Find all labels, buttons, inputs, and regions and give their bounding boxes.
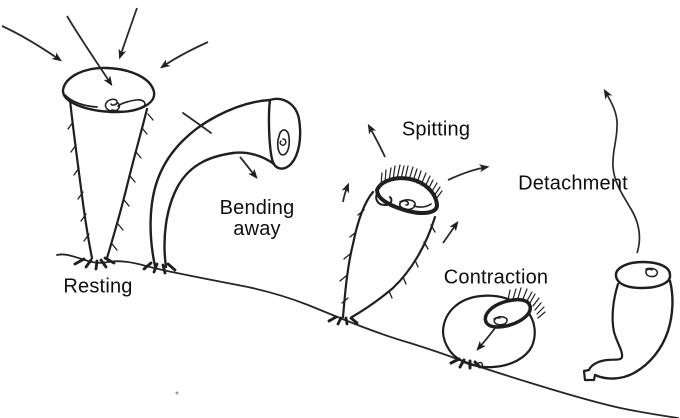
resting-body-right	[105, 107, 149, 260]
resting-inner-rim	[64, 94, 98, 108]
resting-spiral	[104, 98, 121, 112]
stimulus-arrow-into-mouth	[66, 15, 113, 87]
spitting-spiral-tail	[413, 203, 432, 208]
contraction-spiral	[493, 316, 508, 326]
spitting-cilia-right	[388, 224, 436, 299]
spit-arrow-up-left	[367, 123, 386, 158]
resting-cilia-right	[111, 113, 154, 251]
stimulus-arrow-top	[118, 7, 138, 60]
detached-rim	[614, 260, 672, 290]
bending-bell-rim	[267, 97, 302, 170]
substrate-line	[56, 253, 679, 418]
label-resting: Resting	[63, 275, 133, 298]
detached-spiral	[645, 267, 659, 278]
label-contraction: Contraction	[443, 266, 549, 289]
resting-stentor	[61, 66, 156, 271]
spitting-stentor	[327, 123, 490, 326]
spitting-rim-hook	[375, 191, 393, 207]
bending-direction-arrow	[239, 156, 258, 179]
spit-arrow-left-small	[341, 182, 349, 203]
contraction-rim	[483, 297, 532, 329]
bending-inner-ellipse	[276, 129, 291, 156]
stimulus-arrow-right	[159, 41, 209, 69]
spitting-oral-bristles	[380, 164, 443, 200]
spitting-bell-rim	[375, 176, 439, 215]
spit-arrow-right	[447, 164, 490, 181]
spitting-cilia-left	[339, 209, 365, 304]
label-spitting: Spitting	[401, 118, 471, 141]
contraction-bristles	[507, 287, 546, 319]
detached-stentor	[582, 88, 674, 382]
resting-body-left	[68, 98, 94, 260]
contraction-holdfast	[449, 357, 482, 370]
stimulus-arrows	[1, 7, 209, 87]
spitting-body-right	[350, 215, 437, 319]
detachment-swim-arrow	[603, 88, 641, 254]
bending-stentor	[142, 97, 302, 275]
detached-body-left	[582, 282, 624, 382]
spitting-body-left	[341, 190, 375, 319]
resting-holdfast	[73, 256, 116, 271]
contraction-stentor	[441, 287, 546, 370]
bending-stimulus-line	[182, 112, 212, 134]
bending-outline-outer	[149, 98, 272, 268]
detached-body-right	[593, 279, 674, 380]
spit-arrow-lower-right	[442, 220, 459, 244]
spitting-spiral	[399, 199, 416, 211]
contraction-ball	[441, 294, 536, 369]
bending-inner-spiral	[279, 138, 287, 146]
resting-cilia-left	[67, 121, 90, 242]
resting-membranelle-loop	[111, 99, 146, 113]
contraction-holdfast-knob	[476, 361, 484, 369]
label-bending-away: Bending away	[219, 197, 295, 240]
spitting-holdfast	[327, 315, 359, 326]
stimulus-arrow-far-left	[1, 25, 63, 62]
resting-bell-rim	[61, 66, 156, 114]
contraction-arrow	[476, 327, 496, 351]
speck	[175, 391, 179, 395]
bending-outline-inner	[163, 151, 276, 269]
bending-holdfast	[142, 261, 177, 275]
label-detachment: Detachment	[518, 172, 628, 195]
